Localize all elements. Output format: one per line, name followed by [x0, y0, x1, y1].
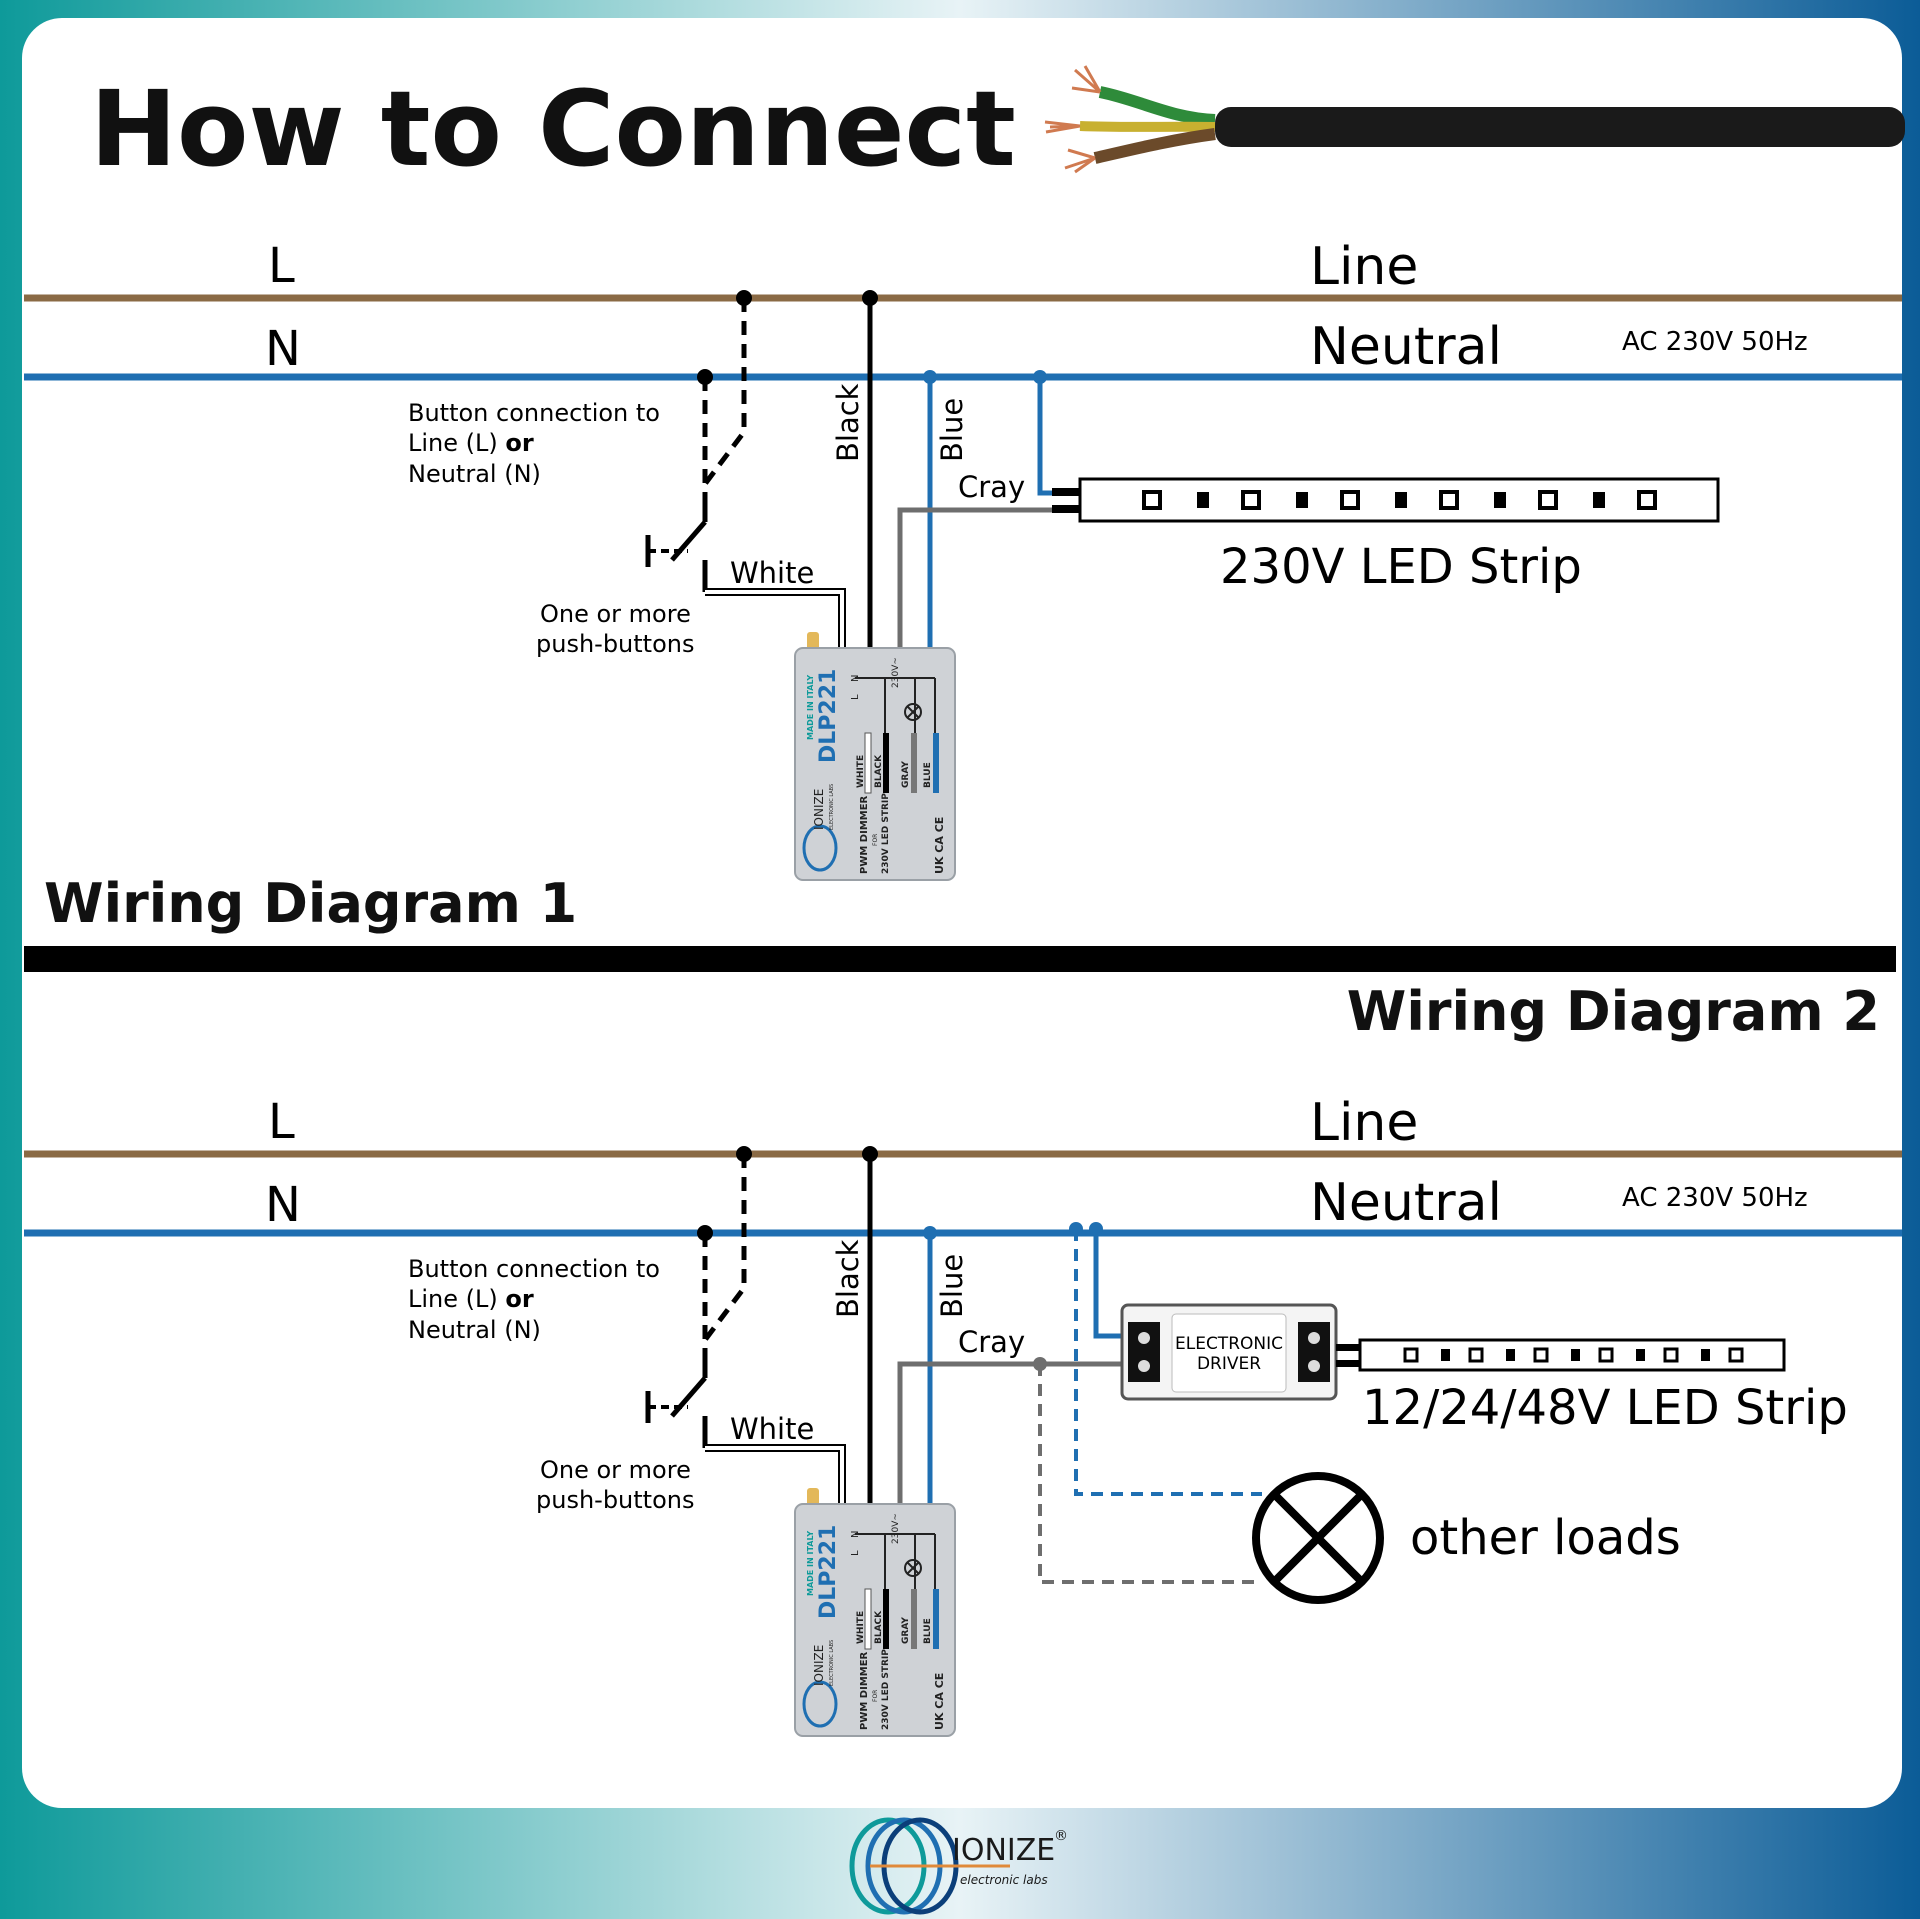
dimmer-device: MADE IN ITALY DLP221 IONIZE ELECTRONIC L…	[794, 1488, 956, 1737]
footer-sub: electronic labs	[960, 1873, 1048, 1887]
device-w-gray: GRAY	[901, 761, 911, 788]
device-w-blue: BLUE	[923, 762, 933, 788]
wire-black-label: Black	[831, 1239, 865, 1318]
device-term-n: N	[850, 675, 861, 682]
button-note-line3: Neutral (N)	[408, 460, 541, 488]
led-strip-label: 12/24/48V LED Strip	[1362, 1380, 1848, 1436]
button-note-line3: Neutral (N)	[408, 1316, 541, 1344]
cable-icon	[1044, 65, 1905, 174]
line-label: Line	[1310, 1093, 1418, 1153]
device-w-black: BLACK	[874, 1610, 884, 1644]
diagram-2-heading: Wiring Diagram 2	[1347, 980, 1880, 1043]
device-term-l: L	[850, 1550, 861, 1556]
rail-l-label: L	[268, 1094, 295, 1150]
neutral-label: Neutral	[1310, 1173, 1502, 1233]
electronic-driver: ELECTRONIC DRIVER	[1120, 1303, 1338, 1401]
page-title: How to Connect	[90, 68, 1016, 190]
led-strip-230v	[1078, 477, 1720, 523]
supply-label: AC 230V 50Hz	[1622, 1183, 1808, 1213]
wire-blue-label: Blue	[935, 1254, 969, 1318]
push-note-line2: push-buttons	[536, 630, 694, 658]
device-made-in: MADE IN ITALY	[806, 675, 815, 740]
device-line1: PWM DIMMER	[859, 1651, 870, 1730]
wire-gray-label: Cray	[958, 1325, 1025, 1359]
device-w-gray: GRAY	[901, 1617, 911, 1644]
push-note-line1: One or more	[540, 1456, 691, 1484]
device-w-blue: BLUE	[923, 1618, 933, 1644]
lamp-icon	[1252, 1472, 1384, 1604]
line-label: Line	[1310, 237, 1418, 297]
wiring-diagram-1: L N Line Neutral AC 230V 50Hz Button con…	[24, 237, 1902, 935]
device-term-l: L	[850, 694, 861, 700]
device-made-in: MADE IN ITALY	[806, 1531, 815, 1596]
section-divider	[24, 946, 1896, 972]
wire-gray-label: Cray	[958, 470, 1025, 504]
dimmer-device: MADE IN ITALY DLP221 IONIZE ELECTRONIC L…	[794, 632, 956, 881]
device-term-n: N	[850, 1531, 861, 1538]
device-w-white: WHITE	[856, 755, 866, 788]
device-brand: IONIZE	[812, 1645, 826, 1686]
device-model: DLP221	[816, 1525, 841, 1619]
neutral-label: Neutral	[1310, 317, 1502, 377]
push-note-line2: push-buttons	[536, 1486, 694, 1514]
device-marks: UK CA CE	[933, 1673, 946, 1730]
supply-label: AC 230V 50Hz	[1622, 327, 1808, 357]
device-voltage: 230V~	[891, 657, 901, 688]
device-line3: 230V LED STRIP	[881, 1649, 891, 1730]
footer-logo: IONIZE ® electronic labs	[849, 1817, 1068, 1915]
device-line2: FOR	[872, 834, 879, 846]
device-brand-sub: ELECTRONIC LABS	[829, 784, 835, 830]
driver-label-2: DRIVER	[1197, 1354, 1261, 1374]
rail-n-label: N	[265, 1177, 301, 1233]
button-note-line1: Button connection to	[408, 399, 660, 427]
device-w-white: WHITE	[856, 1611, 866, 1644]
led-strip-low-voltage	[1358, 1338, 1786, 1372]
wire-black-label: Black	[831, 383, 865, 462]
rail-n-label: N	[265, 321, 301, 377]
device-brand: IONIZE	[812, 789, 826, 830]
diagram-1-heading: Wiring Diagram 1	[44, 872, 577, 935]
led-strip-label: 230V LED Strip	[1220, 539, 1582, 595]
footer-registered: ®	[1054, 1828, 1068, 1844]
device-model: DLP221	[816, 669, 841, 763]
device-line2: FOR	[872, 1690, 879, 1702]
device-line3: 230V LED STRIP	[881, 793, 891, 874]
wire-white-label: White	[730, 556, 814, 590]
device-brand-sub: ELECTRONIC LABS	[829, 1640, 835, 1686]
push-note-line1: One or more	[540, 600, 691, 628]
device-voltage: 230V~	[891, 1513, 901, 1544]
wire-blue-label: Blue	[935, 398, 969, 462]
driver-label-1: ELECTRONIC	[1175, 1334, 1283, 1354]
push-button-symbol	[645, 1348, 708, 1448]
wiring-diagram-2: Wiring Diagram 2 L N Line Neutral AC 230…	[24, 980, 1902, 1737]
button-note-line1: Button connection to	[408, 1255, 660, 1283]
rail-l-label: L	[268, 238, 295, 294]
push-button-symbol	[645, 492, 708, 592]
device-marks: UK CA CE	[933, 817, 946, 874]
wire-white-label: White	[730, 1412, 814, 1446]
footer-brand: IONIZE	[952, 1833, 1055, 1868]
device-w-black: BLACK	[874, 754, 884, 788]
button-note-line2: Line (L) or	[408, 1285, 534, 1313]
other-loads-label: other loads	[1410, 1510, 1681, 1566]
button-note-line2: Line (L) or	[408, 429, 534, 457]
device-line1: PWM DIMMER	[859, 795, 870, 874]
